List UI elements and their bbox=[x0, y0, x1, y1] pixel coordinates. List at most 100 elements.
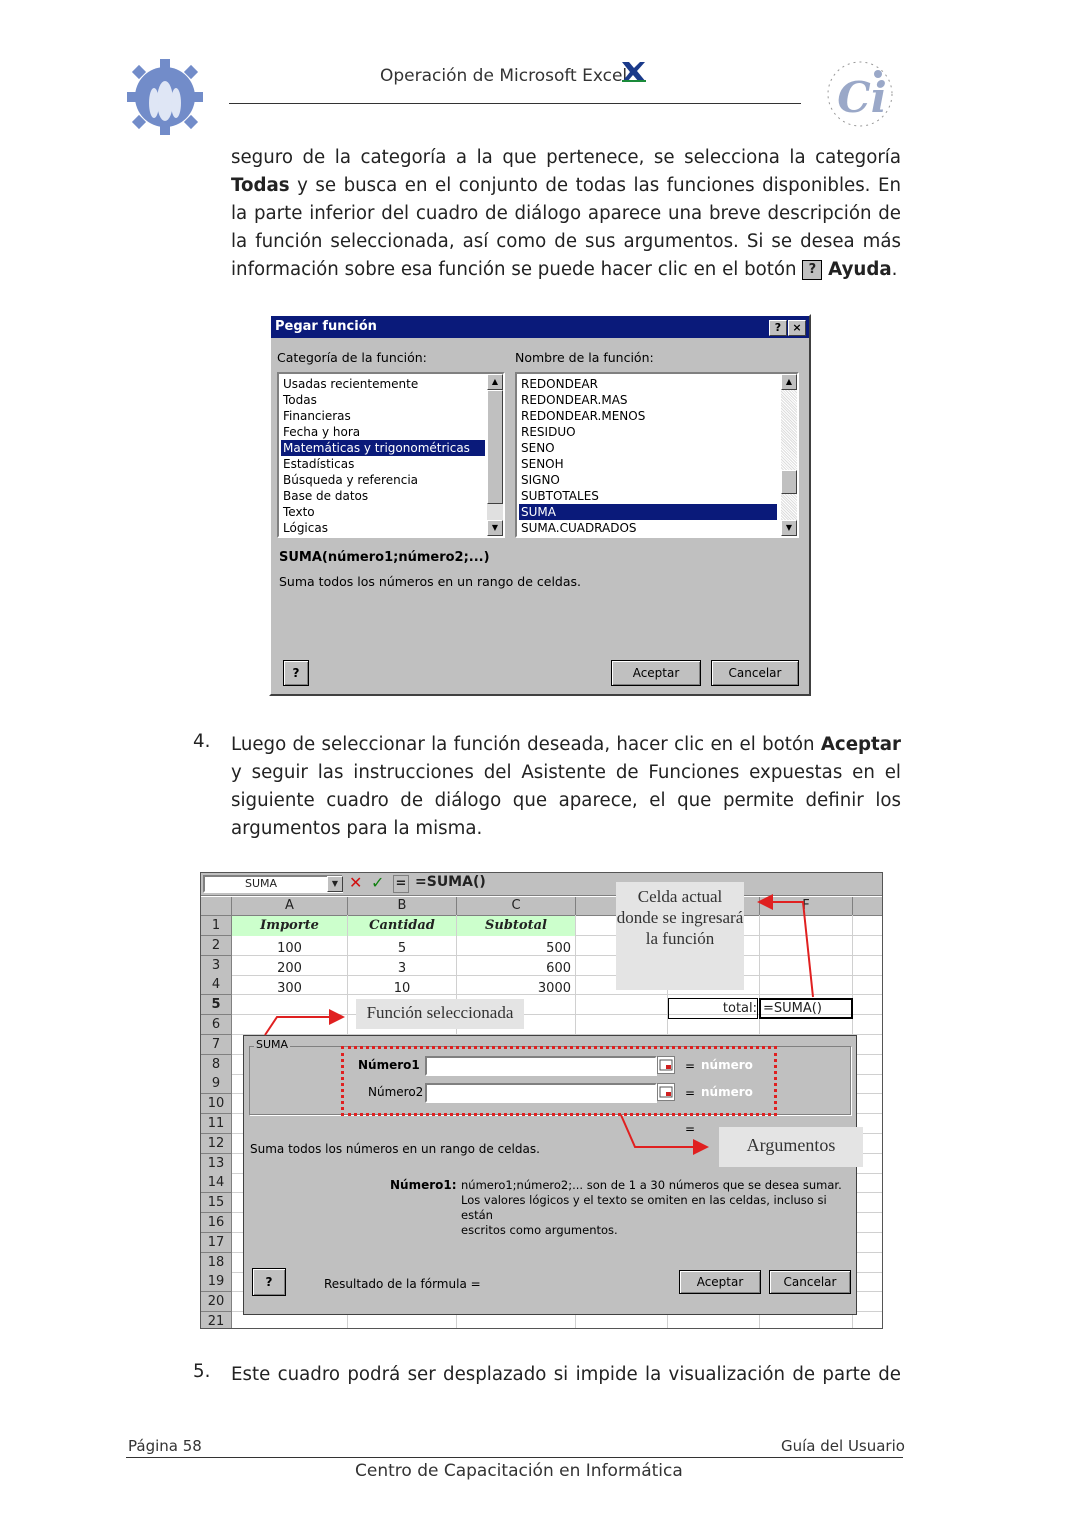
function-syntax: SUMA(número1;número2;...) bbox=[279, 550, 490, 565]
function-description: Suma todos los números en un rango de ce… bbox=[279, 574, 581, 589]
arg1-input[interactable] bbox=[425, 1056, 657, 1076]
row-header[interactable]: 20 bbox=[201, 1292, 232, 1313]
header-cell-cantidad[interactable]: Cantidad bbox=[348, 916, 456, 936]
header-cell-subtotal[interactable]: Subtotal bbox=[457, 916, 575, 936]
row-header[interactable]: 1 bbox=[201, 916, 232, 936]
column-header-b[interactable]: B bbox=[348, 897, 457, 916]
function-item[interactable]: SUMA.CUADRADOS bbox=[521, 521, 637, 535]
function-list[interactable]: REDONDEAR REDONDEAR.MAS REDONDEAR.MENOS RES… bbox=[515, 372, 799, 538]
footer-center: Centro de Capacitación en Informática bbox=[355, 1461, 683, 1481]
edit-formula-icon[interactable]: = bbox=[393, 875, 409, 893]
ok-button[interactable]: Aceptar bbox=[679, 1270, 761, 1294]
category-item[interactable]: Todas bbox=[283, 393, 317, 407]
scroll-thumb[interactable] bbox=[487, 390, 503, 504]
row-header[interactable]: 21 bbox=[201, 1312, 232, 1328]
cell-a3[interactable]: 200 bbox=[277, 961, 302, 976]
column-header-c[interactable]: C bbox=[457, 897, 576, 916]
function-item[interactable]: SENO bbox=[521, 441, 555, 455]
category-item[interactable]: Búsqueda y referencia bbox=[283, 473, 418, 487]
category-item[interactable]: Fecha y hora bbox=[283, 425, 361, 439]
row-header[interactable]: 17 bbox=[201, 1232, 232, 1253]
category-item[interactable]: Base de datos bbox=[283, 489, 369, 503]
enter-icon[interactable]: ✓ bbox=[371, 873, 385, 892]
scroll-up-icon[interactable]: ▲ bbox=[487, 374, 503, 390]
cancel-icon[interactable]: ✕ bbox=[349, 873, 363, 892]
excel-icon bbox=[620, 60, 648, 88]
row-header[interactable]: 12 bbox=[201, 1133, 232, 1154]
active-cell-f5[interactable]: =SUMA() bbox=[759, 998, 853, 1019]
select-all-corner[interactable] bbox=[201, 897, 232, 916]
cancel-button[interactable]: Cancelar bbox=[711, 660, 799, 686]
category-item[interactable]: Texto bbox=[283, 505, 315, 519]
column-header-a[interactable]: A bbox=[232, 897, 348, 916]
category-scrollbar[interactable]: ▲ ▼ bbox=[487, 374, 503, 536]
scroll-down-icon[interactable]: ▼ bbox=[781, 520, 797, 536]
row-header[interactable]: 11 bbox=[201, 1114, 232, 1134]
scroll-thumb[interactable] bbox=[781, 470, 797, 494]
category-item[interactable]: Estadísticas bbox=[283, 457, 355, 471]
row-header[interactable]: 6 bbox=[201, 1015, 232, 1035]
row-header[interactable]: 10 bbox=[201, 1094, 232, 1115]
category-item[interactable]: Financieras bbox=[283, 409, 351, 423]
function-item[interactable]: SUMA bbox=[519, 504, 777, 520]
row-header[interactable]: 5 bbox=[201, 995, 232, 1016]
ok-button[interactable]: Aceptar bbox=[611, 660, 701, 686]
function-scrollbar[interactable]: ▲ ▼ bbox=[781, 374, 797, 536]
category-item[interactable]: Matemáticas y trigonométricas bbox=[281, 440, 485, 456]
category-item[interactable]: Lógicas bbox=[283, 521, 328, 535]
row-header[interactable]: 7 bbox=[201, 1034, 232, 1055]
scroll-down-icon[interactable]: ▼ bbox=[487, 520, 503, 536]
para-line: Luego de seleccionar la función deseada,… bbox=[231, 734, 901, 755]
close-button[interactable]: × bbox=[788, 320, 806, 336]
row-header[interactable]: 9 bbox=[201, 1074, 232, 1095]
row-header[interactable]: 14 bbox=[201, 1173, 232, 1194]
arg1-collapse-icon[interactable] bbox=[657, 1056, 675, 1074]
row-header[interactable]: 19 bbox=[201, 1272, 232, 1293]
step5-number: 5. bbox=[193, 1361, 211, 1382]
function-item[interactable]: SUBTOTALES bbox=[521, 489, 599, 503]
step4-paragraph: Luego de seleccionar la función deseada,… bbox=[231, 731, 901, 843]
para-line: y seguir las instrucciones del Asistente… bbox=[231, 762, 901, 783]
name-box[interactable]: SUMA bbox=[203, 875, 343, 893]
function-item[interactable]: RESIDUO bbox=[521, 425, 576, 439]
help-button[interactable]: ? bbox=[252, 1268, 286, 1296]
row-header[interactable]: 16 bbox=[201, 1213, 232, 1233]
function-item[interactable]: REDONDEAR bbox=[521, 377, 598, 391]
formula-input[interactable]: =SUMA() bbox=[415, 874, 486, 890]
help-title-button[interactable]: ? bbox=[769, 320, 787, 336]
cancel-button[interactable]: Cancelar bbox=[769, 1270, 851, 1294]
help-button[interactable]: ? bbox=[283, 660, 309, 686]
row-header[interactable]: 3 bbox=[201, 955, 232, 976]
row-header[interactable]: 18 bbox=[201, 1252, 232, 1273]
function-item[interactable]: SENOH bbox=[521, 457, 564, 471]
para-line: Todas y se busca en el conjunto de todas… bbox=[231, 175, 901, 196]
column-header-g[interactable] bbox=[853, 897, 882, 916]
scroll-up-icon[interactable]: ▲ bbox=[781, 374, 797, 390]
cell-c4[interactable]: 3000 bbox=[537, 981, 571, 996]
arg2-collapse-icon[interactable] bbox=[657, 1083, 675, 1101]
total-label-cell[interactable]: total: bbox=[668, 998, 758, 1019]
cell-c2[interactable]: 500 bbox=[546, 941, 571, 956]
header-cell-importe[interactable]: Importe bbox=[232, 916, 347, 936]
cell-a4[interactable]: 300 bbox=[277, 981, 302, 996]
cell-a2[interactable]: 100 bbox=[277, 941, 302, 956]
name-box-dropdown-icon[interactable]: ▼ bbox=[327, 876, 343, 892]
para-line: argumentos para la misma. bbox=[231, 818, 483, 839]
function-item[interactable]: SIGNO bbox=[521, 473, 560, 487]
category-item[interactable]: Usadas recientemente bbox=[283, 377, 419, 391]
row-header[interactable]: 4 bbox=[201, 975, 232, 996]
row-header[interactable]: 13 bbox=[201, 1153, 232, 1174]
row-header[interactable]: 8 bbox=[201, 1054, 232, 1075]
arg2-input[interactable] bbox=[425, 1083, 657, 1103]
intro-paragraph: seguro de la categoría a la que pertenec… bbox=[231, 144, 901, 284]
row-header[interactable]: 2 bbox=[201, 935, 232, 956]
cell-b2[interactable]: 5 bbox=[397, 941, 407, 956]
function-item[interactable]: REDONDEAR.MAS bbox=[521, 393, 628, 407]
row-header[interactable]: 15 bbox=[201, 1193, 232, 1214]
arguments-highlight-box bbox=[341, 1046, 777, 1116]
cell-b4[interactable]: 10 bbox=[393, 981, 411, 996]
cell-b3[interactable]: 3 bbox=[397, 961, 407, 976]
function-item[interactable]: REDONDEAR.MENOS bbox=[521, 409, 646, 423]
cell-c3[interactable]: 600 bbox=[546, 961, 571, 976]
